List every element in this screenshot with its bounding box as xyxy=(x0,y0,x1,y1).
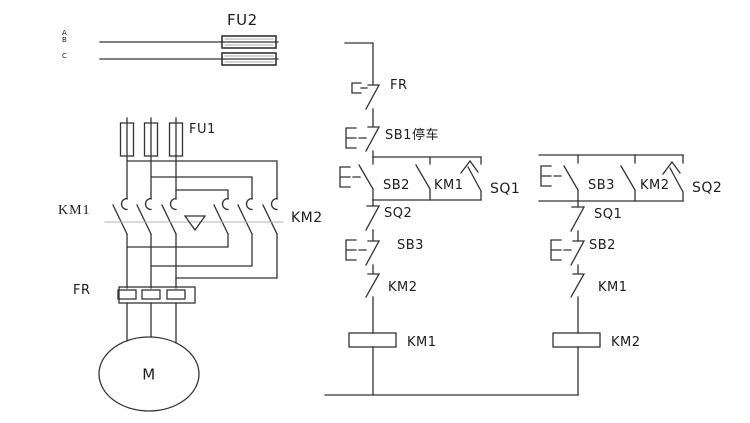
label-phase-c: C xyxy=(62,52,67,60)
label-fu2: FU2 xyxy=(227,11,258,29)
km1-interlock-contact xyxy=(570,273,586,334)
thermal-relay-fr xyxy=(117,286,196,344)
label-km1-main: KM1 xyxy=(58,203,91,218)
label-phase-b: B xyxy=(62,36,67,44)
fuse-fu1 xyxy=(119,117,184,200)
label-fr-main: FR xyxy=(73,283,91,298)
fr-nc-contact xyxy=(351,82,381,127)
km1-aux-contact xyxy=(415,156,431,201)
km1-coil xyxy=(348,332,397,396)
label-sq1-nc: SQ1 xyxy=(594,207,623,222)
label-sb1-stop: SB1停车 xyxy=(385,128,439,143)
label-sq2-no: SQ2 xyxy=(692,180,723,196)
supply-lines xyxy=(99,41,223,60)
label-phase-a: A xyxy=(62,29,67,37)
sb2-nc-button-right xyxy=(550,239,586,274)
label-fr-ctrl: FR xyxy=(390,78,408,93)
label-km2-interlock: KM2 xyxy=(388,280,418,295)
km2-interlock-contact xyxy=(365,273,381,334)
label-km2-no: KM2 xyxy=(640,178,670,193)
sb2-start-contact xyxy=(339,156,374,201)
motor-m xyxy=(98,336,200,412)
contactor-km2-main-contacts xyxy=(126,197,278,279)
label-sb3-nc: SB3 xyxy=(397,238,424,253)
label-sb3-no: SB3 xyxy=(588,178,615,193)
label-sq2-nc: SQ2 xyxy=(384,206,413,221)
fuse-fu2 xyxy=(221,35,279,66)
label-sq1-no: SQ1 xyxy=(490,181,521,197)
sq1-nc-limit xyxy=(570,200,586,242)
sq2-limit-contact xyxy=(662,154,684,202)
label-km2-coil: KM2 xyxy=(611,335,641,350)
label-sb2-no: SB2 xyxy=(383,178,410,193)
sq2-nc-limit xyxy=(365,199,381,241)
km2-aux-contact xyxy=(620,154,636,202)
label-fu1: FU1 xyxy=(189,122,216,137)
contactor-km1-main-contacts xyxy=(112,197,177,289)
label-km1-interlock: KM1 xyxy=(598,280,628,295)
sb1-stop-button xyxy=(345,126,381,158)
sb3-nc-button-left xyxy=(345,239,381,274)
sb3-start-contact xyxy=(540,154,579,202)
label-sb2-nc: SB2 xyxy=(589,238,616,253)
label-motor: M xyxy=(142,365,156,384)
label-km2-main: KM2 xyxy=(291,210,323,226)
label-km1-coil: KM1 xyxy=(407,335,437,350)
km2-coil xyxy=(552,332,601,396)
sq1-limit-contact xyxy=(460,156,482,201)
mechanical-interlock-linkage xyxy=(104,215,284,232)
km2-feed-jumpers xyxy=(126,160,278,200)
control-supply-stub xyxy=(344,42,374,85)
left-parallel-group xyxy=(339,156,482,201)
label-km1-no: KM1 xyxy=(434,178,464,193)
right-parallel-group xyxy=(538,154,684,202)
